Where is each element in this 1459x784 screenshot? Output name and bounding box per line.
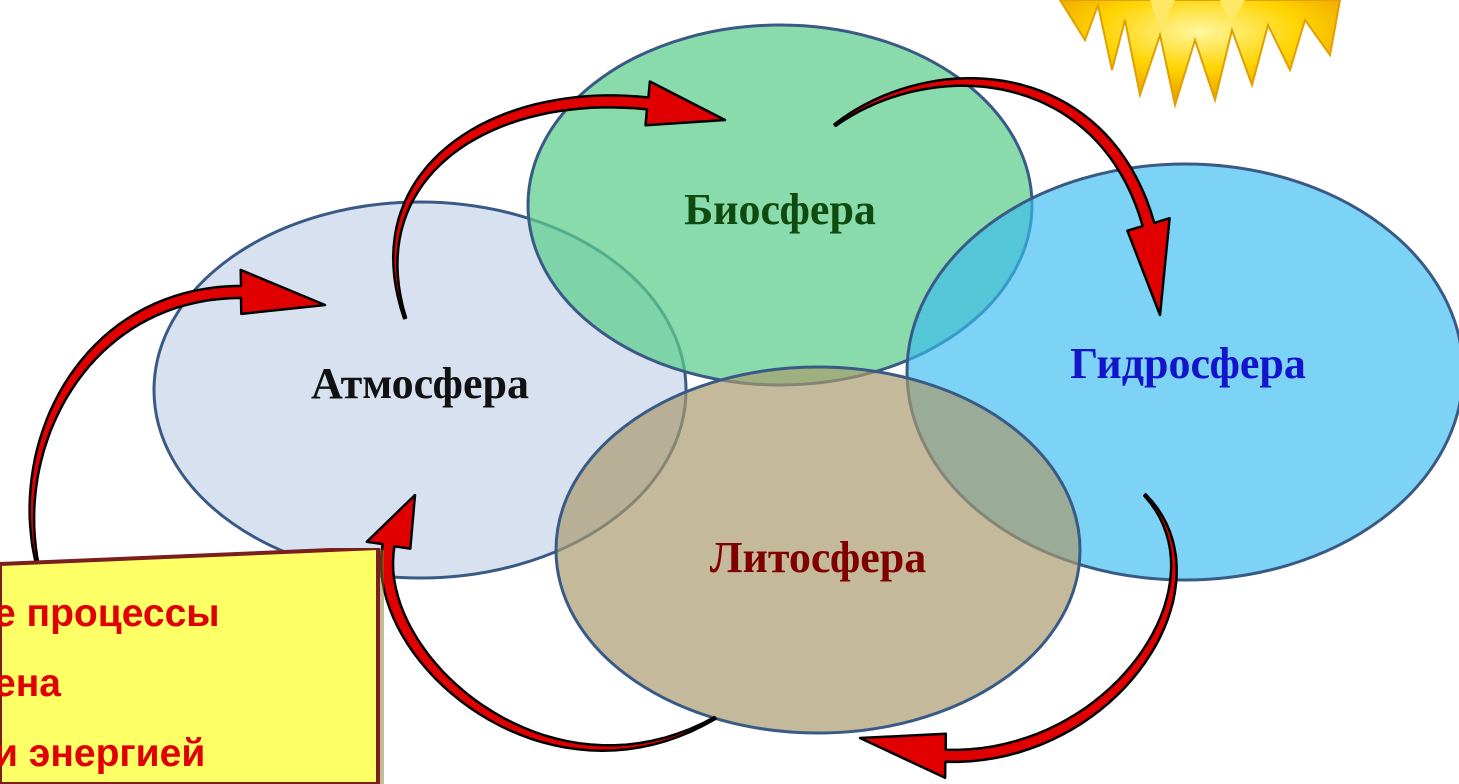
biosphere-label: Биосфера bbox=[684, 185, 876, 234]
atmosphere-label: Атмосфера bbox=[311, 359, 529, 408]
callout-line-1: е процессы bbox=[0, 592, 220, 635]
hydrosphere-label: Гидросфера bbox=[1070, 339, 1306, 388]
sun-icon bbox=[1060, 0, 1340, 105]
callout-line-2: ена bbox=[0, 662, 61, 705]
callout-line-3: и энергией bbox=[0, 732, 205, 775]
callout: е процессы ена и энергией bbox=[0, 548, 385, 784]
lithosphere-label: Литосфера bbox=[710, 533, 927, 582]
